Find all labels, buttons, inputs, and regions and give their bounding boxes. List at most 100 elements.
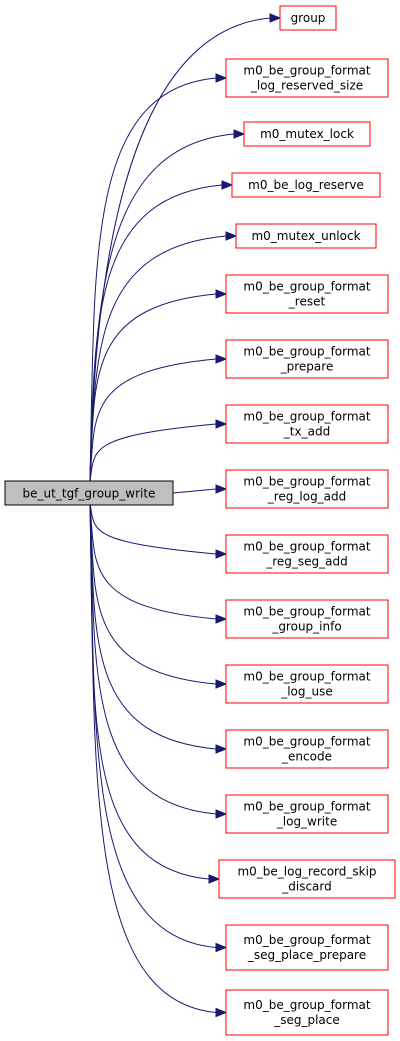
arrow-head-icon bbox=[215, 549, 228, 559]
callee-label: _tx_add bbox=[283, 425, 330, 439]
callee-box bbox=[225, 58, 389, 98]
callee-label: _reg_log_add bbox=[267, 490, 347, 504]
call-edge bbox=[89, 423, 217, 482]
callee-box bbox=[225, 404, 389, 444]
arrow-head-icon bbox=[215, 744, 228, 754]
callee-label: _encode bbox=[281, 750, 332, 764]
callee-label: m0_be_group_format bbox=[243, 410, 371, 424]
call-edge bbox=[89, 502, 217, 750]
callee-label: m0_be_group_format bbox=[243, 800, 371, 814]
callee-label: _reset bbox=[288, 295, 326, 309]
callee-box bbox=[225, 274, 389, 314]
callee-label: _prepare bbox=[280, 360, 334, 374]
callee-box bbox=[279, 5, 337, 31]
call-edge bbox=[89, 502, 217, 815]
callee-node[interactable]: m0_be_group_format_log_write bbox=[225, 794, 389, 834]
callee-label: m0_mutex_lock bbox=[260, 127, 354, 141]
callee-node[interactable]: m0_be_log_reserve bbox=[231, 172, 381, 198]
arrow-head-icon bbox=[215, 484, 228, 494]
callee-box bbox=[225, 729, 389, 769]
callee-label: m0_be_group_format bbox=[243, 345, 371, 359]
call-edge bbox=[89, 358, 217, 482]
call-edge bbox=[172, 488, 217, 494]
root-function-box bbox=[4, 480, 174, 506]
arrow-head-icon bbox=[225, 231, 238, 241]
callee-node[interactable]: m0_be_group_format_log_reserved_size bbox=[225, 58, 389, 98]
callee-box bbox=[225, 339, 389, 379]
callee-label: _log_use bbox=[280, 685, 333, 699]
callee-node[interactable]: m0_be_group_format_group_info bbox=[225, 599, 389, 639]
callee-box bbox=[225, 534, 389, 574]
callee-label: m0_be_log_record_skip bbox=[237, 865, 376, 879]
call-nodes: be_ut_tgf_group_write group m0_be_group_fo… bbox=[4, 5, 396, 1036]
callee-node[interactable]: m0_be_group_format_encode bbox=[225, 729, 389, 769]
callee-box bbox=[225, 664, 389, 704]
callee-label: m0_be_group_format bbox=[243, 64, 371, 78]
arrow-head-icon bbox=[215, 1007, 228, 1018]
callee-node[interactable]: m0_be_group_format_reset bbox=[225, 274, 389, 314]
callee-box bbox=[231, 172, 381, 198]
callee-label: _log_reserved_size bbox=[250, 79, 363, 93]
call-edge bbox=[89, 502, 217, 620]
callee-label: group bbox=[291, 11, 326, 25]
callee-label: m0_be_log_reserve bbox=[248, 178, 364, 192]
arrow-head-icon bbox=[215, 809, 228, 819]
callee-label: _reg_seg_add bbox=[265, 555, 348, 569]
callee-box bbox=[225, 599, 389, 639]
arrow-head-icon bbox=[233, 129, 246, 139]
root-function-label: be_ut_tgf_group_write bbox=[23, 487, 156, 501]
arrow-head-icon bbox=[215, 289, 228, 299]
callee-node[interactable]: m0_be_log_record_skip_discard bbox=[218, 859, 396, 899]
callee-label: _log_write bbox=[276, 815, 337, 829]
arrow-head-icon bbox=[221, 180, 234, 190]
callee-node[interactable]: m0_be_group_format_seg_place_prepare bbox=[225, 924, 389, 971]
callee-label: m0_be_group_format bbox=[243, 540, 371, 554]
callee-node[interactable]: m0_be_group_format_reg_log_add bbox=[225, 469, 389, 509]
callee-label: _discard bbox=[281, 880, 332, 894]
call-edge bbox=[89, 502, 217, 1013]
callee-label: m0_be_group_format bbox=[243, 933, 371, 947]
callee-label: m0_be_group_format bbox=[243, 605, 371, 619]
callee-node[interactable]: m0_be_group_format_log_use bbox=[225, 664, 389, 704]
root-function-node[interactable]: be_ut_tgf_group_write bbox=[4, 480, 174, 506]
arrow-head-icon bbox=[208, 874, 221, 884]
call-edge bbox=[89, 77, 217, 482]
callee-box bbox=[225, 989, 389, 1036]
callee-node[interactable]: group bbox=[279, 5, 337, 31]
callee-box bbox=[225, 469, 389, 509]
arrow-head-icon bbox=[269, 13, 282, 23]
arrow-head-icon bbox=[215, 419, 228, 429]
callee-box bbox=[225, 794, 389, 834]
arrow-head-icon bbox=[215, 942, 228, 953]
callee-label: m0_be_group_format bbox=[243, 280, 371, 294]
callee-label: m0_be_group_format bbox=[243, 475, 371, 489]
callee-node[interactable]: m0_mutex_unlock bbox=[235, 223, 377, 249]
arrow-head-icon bbox=[215, 679, 228, 689]
call-edge bbox=[89, 502, 217, 555]
call-edge bbox=[89, 184, 223, 482]
arrow-head-icon bbox=[215, 614, 228, 624]
callee-node[interactable]: m0_be_group_format_seg_place bbox=[225, 989, 389, 1036]
callee-label: _group_info bbox=[271, 620, 341, 634]
callee-box bbox=[218, 859, 396, 899]
callee-label: m0_mutex_unlock bbox=[251, 229, 360, 243]
call-edges bbox=[89, 13, 282, 1018]
call-edge bbox=[89, 502, 217, 948]
call-edge bbox=[89, 502, 217, 685]
call-edge bbox=[89, 293, 217, 482]
callee-node[interactable]: m0_be_group_format_reg_seg_add bbox=[225, 534, 389, 574]
callee-label: m0_be_group_format bbox=[243, 670, 371, 684]
callee-node[interactable]: m0_mutex_lock bbox=[243, 121, 371, 147]
callee-node[interactable]: m0_be_group_format_tx_add bbox=[225, 404, 389, 444]
callee-label: _seg_place bbox=[273, 1013, 340, 1027]
callee-label: m0_be_group_format bbox=[243, 735, 371, 749]
callee-box bbox=[243, 121, 371, 147]
arrow-head-icon bbox=[215, 73, 228, 83]
callee-box bbox=[235, 223, 377, 249]
arrow-head-icon bbox=[215, 354, 228, 364]
callee-node[interactable]: m0_be_group_format_prepare bbox=[225, 339, 389, 379]
callee-label: m0_be_group_format bbox=[243, 998, 371, 1012]
callee-box bbox=[225, 924, 389, 971]
callee-label: _seg_place_prepare bbox=[247, 948, 366, 962]
